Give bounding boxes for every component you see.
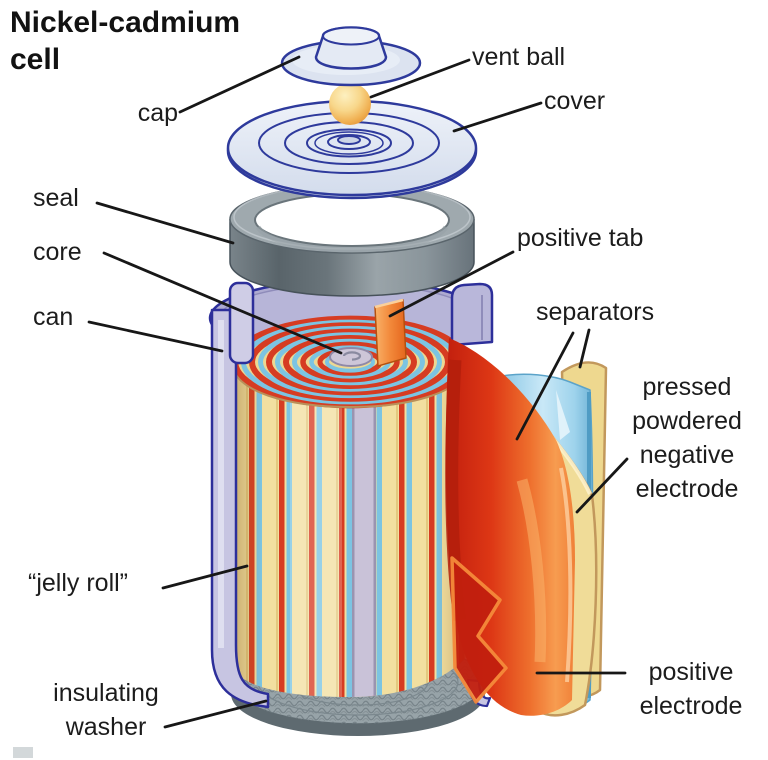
unrolled-sheets: [445, 338, 608, 717]
leader-negative-electrode: [575, 457, 629, 514]
leader-jelly-roll: [161, 564, 249, 590]
leader-vent-ball: [369, 58, 471, 99]
positive-electrode-sheet: [445, 338, 575, 716]
cover: [226, 99, 478, 200]
label-cap: cap: [137, 99, 178, 127]
label-cover: cover: [544, 87, 606, 115]
label-core: core: [33, 238, 82, 266]
label-insulating-washer-line-2: washer: [65, 713, 147, 741]
diagram-title: Nickel-cadmium cell: [10, 4, 240, 78]
seal: [229, 184, 475, 297]
leader-core: [102, 251, 343, 355]
leader-cap: [178, 55, 301, 114]
label-positive-tab: positive tab: [517, 224, 644, 252]
positive-tab: [374, 298, 407, 367]
label-can: can: [33, 303, 74, 331]
leader-cover: [452, 101, 543, 133]
label-positive-electrode-line-1: positive: [648, 658, 734, 686]
leader-seal: [95, 201, 235, 245]
label-insulating-washer: insulating washer: [36, 676, 176, 744]
corner-mark: [13, 747, 33, 758]
label-negative-electrode-line-1: pressed: [642, 373, 732, 401]
label-negative-electrode: pressed powdered negative electrode: [612, 370, 762, 506]
cap: [280, 26, 422, 87]
title-line-2: cell: [10, 43, 61, 76]
label-insulating-washer-line-1: insulating: [53, 679, 159, 707]
vent-ball: [329, 83, 371, 125]
label-positive-electrode: positive electrode: [620, 655, 762, 723]
label-negative-electrode-line-2: powdered: [632, 407, 742, 435]
can-left-wall: [210, 281, 270, 709]
leader-lines: [87, 55, 629, 729]
label-positive-electrode-line-2: electrode: [639, 692, 743, 720]
label-seal: seal: [33, 184, 79, 212]
label-jelly-roll: “jelly roll”: [28, 569, 128, 597]
leader-positive-tab: [388, 250, 515, 318]
label-separators: separators: [536, 298, 655, 326]
leader-separators-left: [515, 331, 575, 441]
label-vent-ball: vent ball: [472, 43, 566, 71]
leader-separators-right: [578, 328, 591, 369]
jelly-roll-top: [230, 315, 470, 409]
title-line-1: Nickel-cadmium: [10, 6, 241, 39]
can-right-wall: [450, 282, 494, 347]
leader-insulating-washer: [163, 699, 268, 729]
label-negative-electrode-line-3: negative: [639, 441, 735, 469]
leader-can: [87, 320, 224, 353]
label-negative-electrode-line-4: electrode: [635, 475, 739, 503]
